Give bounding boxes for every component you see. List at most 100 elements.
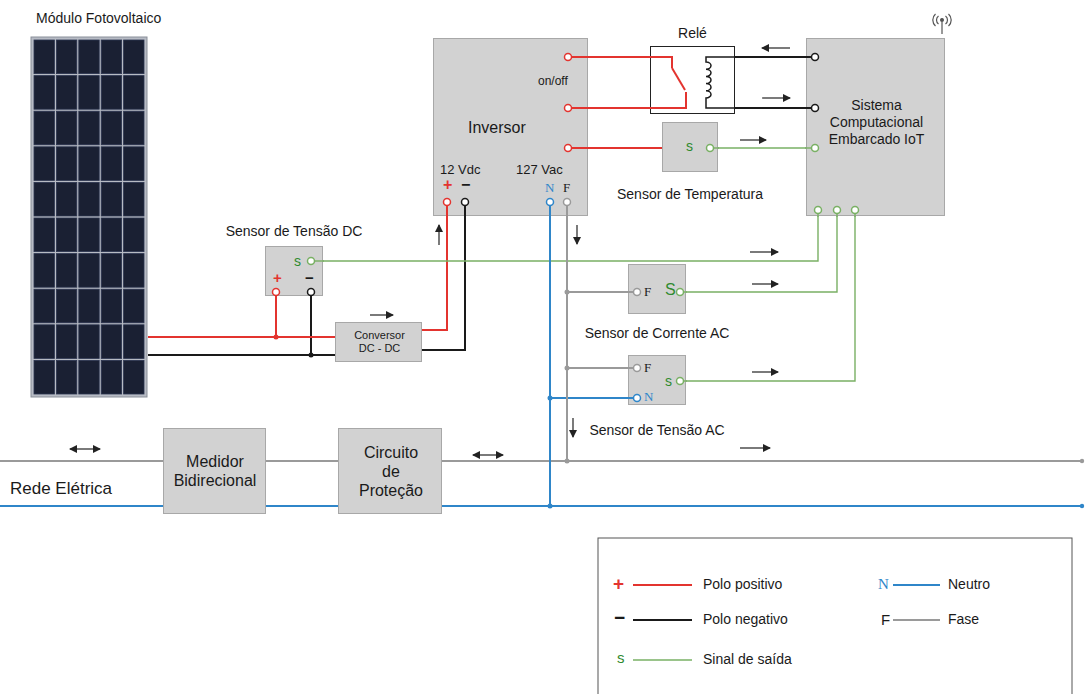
sensor-label: Sensor de Corrente AC	[585, 325, 730, 341]
wire-segment	[567, 216, 628, 292]
pv-cell	[101, 254, 121, 288]
wire-segment	[148, 296, 311, 355]
pv-cell	[79, 76, 99, 110]
junction-dots	[274, 290, 1085, 509]
pv-frame	[31, 37, 147, 397]
pv-cell	[56, 325, 76, 359]
wire	[588, 148, 662, 149]
terminal	[677, 378, 684, 385]
wire	[323, 216, 818, 261]
wire-segment	[588, 147, 662, 149]
pin-name: N	[545, 181, 554, 196]
port-label: 12 Vdc	[440, 163, 480, 178]
pv-cell	[124, 40, 144, 74]
terminal	[564, 199, 571, 206]
box-title: Sistema Computacional Embarcado IoT	[821, 97, 932, 148]
box-title: Circuito de Proteção	[355, 443, 427, 500]
box-title: Medidor Bidirecional	[170, 452, 260, 490]
wire-stub	[446, 206, 448, 217]
terminal	[812, 54, 819, 61]
wire-segment	[567, 216, 628, 368]
flow-arrow	[740, 447, 770, 448]
node-art	[628, 264, 686, 314]
node-art	[650, 46, 735, 114]
wire-stub	[805, 56, 812, 58]
pv-cell	[124, 182, 144, 216]
pv-cell	[79, 147, 99, 181]
wire	[422, 216, 465, 350]
pv-module: Módulo Fotovoltaico	[32, 38, 148, 398]
pv-cell	[101, 325, 121, 359]
terminal	[462, 199, 469, 206]
wire	[588, 57, 650, 108]
wire-segment	[148, 336, 335, 338]
pv-cell	[124, 218, 144, 252]
sensor-box: sSensor de Temperatura	[662, 122, 718, 172]
meter-box: Medidor Bidirecional	[163, 428, 266, 514]
wire-stub	[566, 206, 568, 217]
pv-cell	[101, 40, 121, 74]
pv-cell	[34, 325, 54, 359]
wire-stub	[464, 206, 466, 217]
wire	[735, 57, 806, 108]
pv-cell	[79, 325, 99, 359]
flow-arrow	[370, 314, 393, 315]
wire-stub	[627, 367, 634, 369]
wire-segment	[588, 107, 650, 109]
pv-cell	[79, 218, 99, 252]
legend-text: Polo positivo	[703, 576, 782, 592]
flow-arrow	[762, 97, 790, 98]
wire-segment	[718, 147, 806, 148]
pv-cell	[101, 360, 121, 394]
relay-title: Relé	[678, 25, 707, 41]
pv-cell	[79, 182, 99, 216]
wire-stub	[627, 291, 634, 293]
legend-box	[598, 538, 1072, 694]
wire-segment	[266, 460, 338, 462]
pv-cell	[34, 289, 54, 323]
terminal	[444, 199, 451, 206]
wire	[550, 216, 628, 398]
terminal	[273, 289, 280, 296]
relay-box: Relé	[650, 46, 735, 114]
wire-stub	[714, 147, 720, 148]
wire-stub	[315, 260, 325, 261]
terminal	[812, 105, 819, 112]
terminal	[852, 207, 859, 214]
pv-cell	[34, 218, 54, 252]
terminal	[634, 395, 641, 402]
flow-arrow	[572, 418, 573, 437]
pv-cell	[124, 111, 144, 145]
end-dot	[1080, 459, 1084, 463]
pin-name: F	[563, 181, 570, 196]
wire-stub	[805, 107, 812, 109]
legend-text: Sinal de saída	[703, 651, 792, 667]
sensor-label: Sensor de Tensão AC	[589, 422, 724, 438]
pv-cell	[56, 147, 76, 181]
wire	[686, 216, 837, 292]
pv-cell	[101, 147, 121, 181]
terminal	[634, 289, 641, 296]
pv-cell	[56, 111, 76, 145]
pv-cell	[124, 325, 144, 359]
legend-sample	[633, 659, 692, 661]
pv-cell	[101, 111, 121, 145]
wire	[148, 337, 335, 355]
terminal	[834, 207, 841, 214]
flow-arrow	[438, 225, 439, 245]
legend-symbol: +	[613, 573, 624, 595]
box-title: Conversor DC - DC	[350, 329, 410, 355]
pv-cell	[34, 254, 54, 288]
signal-name: S	[665, 281, 676, 299]
pv-cell	[56, 76, 76, 110]
pv-cell	[79, 360, 99, 394]
relay-coil	[706, 57, 736, 108]
pv-cell	[34, 182, 54, 216]
pv-cell	[34, 40, 54, 74]
wire-segment	[422, 216, 447, 330]
iot-box: Sistema Computacional Embarcado IoT	[806, 38, 945, 216]
pv-cell	[124, 289, 144, 323]
terminal	[812, 145, 819, 152]
wire-stub	[572, 107, 590, 109]
inverter-box: on/offInversor12 Vdc+−127 VacNF	[433, 38, 588, 216]
